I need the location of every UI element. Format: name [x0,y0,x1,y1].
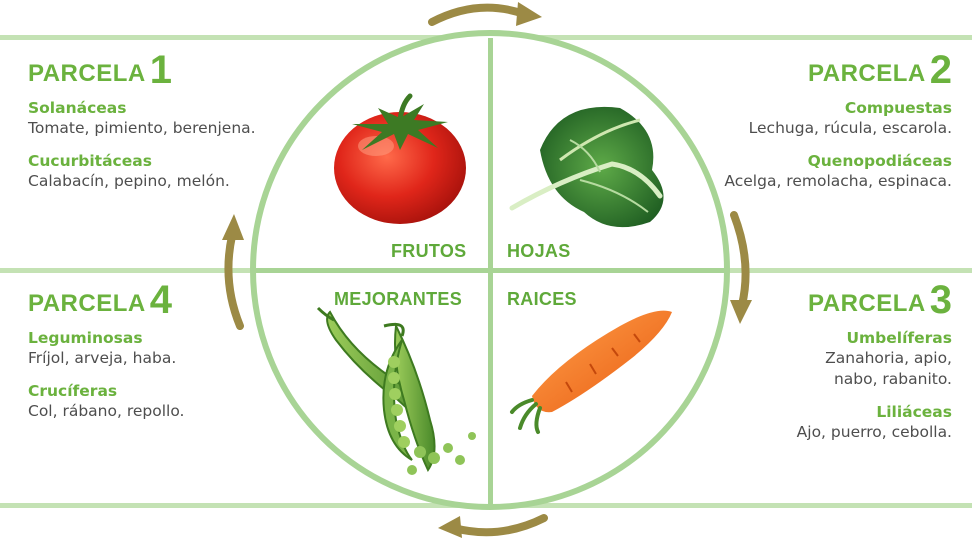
family-cucurbitaceas: Cucurbitáceas Calabacín, pepino, melón. [28,151,328,192]
arrow-left-head [222,214,244,240]
family-items-line-2: nabo, rabanito. [833,370,952,388]
family-items: Calabacín, pepino, melón. [28,172,230,190]
parcela-1-number: 1 [149,48,172,92]
family-quenopodiaceas: Quenopodiáceas Acelga, remolacha, espina… [652,151,952,192]
parcela-3-label: PARCELA [808,290,926,317]
family-items: Tomate, pimiento, berenjena. [28,119,256,137]
parcela-4-label: PARCELA [28,290,146,317]
quadrant-label-frutos: FRUTOS [391,241,467,261]
arrow-top-head [516,2,542,26]
circle-horizontal-divider [254,268,726,273]
arrow-bottom-head [438,516,462,538]
pea-pod-icon [316,306,476,475]
family-name: Compuestas [844,99,952,117]
family-name: Liliáceas [876,403,952,421]
quadrant-label-raices: RAICES [507,289,577,309]
family-items: Ajo, puerro, cebolla. [796,423,952,441]
rotation-arrow-icon [222,2,752,538]
carrot-icon [510,310,672,434]
arrow-top-icon [428,3,528,26]
parcela-1-label: PARCELA [28,60,146,87]
family-leguminosas: Leguminosas Fríjol, arveja, haba. [28,328,328,369]
parcela-4-number: 4 [149,278,172,322]
family-name: Quenopodiáceas [807,152,952,170]
quadrant-label-mejorantes: MEJORANTES [334,289,463,309]
parcela-3-number: 3 [929,278,952,322]
arrow-bottom-icon [450,514,548,537]
parcela-2-number: 2 [929,48,952,92]
family-items: Fríjol, arveja, haba. [28,349,177,367]
parcela-2-label: PARCELA [808,60,926,87]
arrow-right-head [730,300,752,324]
quadrant-label-hojas: HOJAS [507,241,571,261]
family-name: Solanáceas [28,99,127,117]
family-items: Col, rábano, repollo. [28,402,185,420]
family-cruciferas: Crucíferas Col, rábano, repollo. [28,381,328,422]
family-name: Umbelíferas [846,329,952,347]
family-liliaceas: Liliáceas Ajo, puerro, cebolla. [652,402,952,443]
family-compuestas: Compuestas Lechuga, rúcula, escarola. [652,98,952,139]
chard-leaf-icon [509,106,664,228]
family-items: Lechuga, rúcula, escarola. [748,119,952,137]
arrow-right-icon [730,211,750,309]
arrow-left-icon [224,232,244,330]
family-solanaceas: Solanáceas Tomate, pimiento, berenjena. [28,98,328,139]
family-items-line-1: Zanahoria, apio, [825,349,952,367]
family-name: Leguminosas [28,329,143,347]
family-umbeliferas: Umbelíferas Zanahoria, apio, nabo, raban… [652,328,952,390]
family-name: Cucurbitáceas [28,152,152,170]
family-name: Crucíferas [28,382,118,400]
family-items: Acelga, remolacha, espinaca. [724,172,952,190]
tomato-icon [334,93,466,224]
